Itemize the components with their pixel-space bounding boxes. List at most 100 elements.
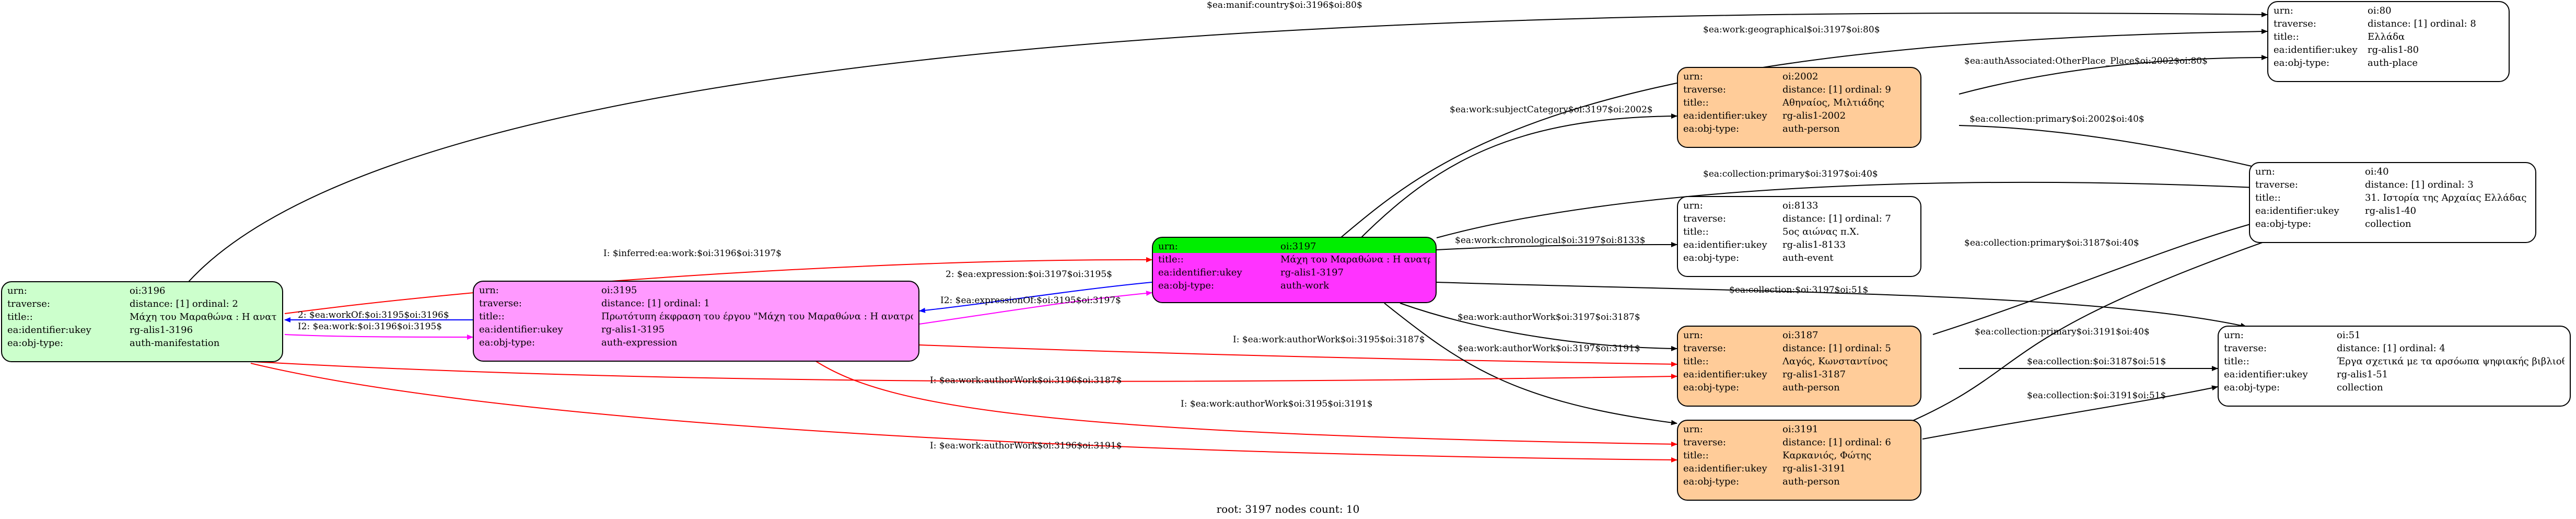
edge-label: $ea:work:authorWork$oi:3197$oi:3187$ bbox=[1458, 312, 1640, 322]
urn-key: urn: bbox=[2274, 5, 2293, 16]
node-oi-3187[interactable]: urn:oi:3187 traverse:distance: [1] ordin… bbox=[1677, 326, 1921, 407]
edge-expressionof-3195-3197 bbox=[919, 291, 1152, 325]
edge-label: I: $ea:work:authorWork$oi:3196$oi:3187$ bbox=[930, 375, 1122, 386]
traverse-key: traverse: bbox=[1683, 343, 1726, 354]
title-value: 31. Ιστορία της Αρχαίας Ελλάδας bbox=[2365, 192, 2527, 203]
edge-work-3196-3195 bbox=[284, 334, 473, 340]
traverse-key: traverse: bbox=[1683, 213, 1726, 224]
type-key: ea:obj-type: bbox=[1158, 280, 1215, 291]
title-key: title:: bbox=[1683, 226, 1709, 237]
edge-collection-3191-51 bbox=[1922, 385, 2218, 440]
edge-collection-primary-3197-40 bbox=[1436, 181, 2268, 238]
edge-manif-country-3196-80 bbox=[188, 11, 2268, 283]
ukey-key: ea:identifier:ukey bbox=[1683, 369, 1767, 380]
ukey-value: rg-alis1-3191 bbox=[1782, 463, 1846, 474]
edge-chronological-3197-8133 bbox=[1436, 242, 1677, 250]
traverse-value: distance: [1] ordinal: 4 bbox=[2337, 343, 2445, 354]
traverse-value: distance: [1] ordinal: 9 bbox=[1782, 84, 1891, 95]
edge-label: $ea:work:chronological$oi:3197$oi:8133$ bbox=[1455, 235, 1646, 246]
ukey-key: ea:identifier:ukey bbox=[2224, 369, 2308, 380]
urn-key: urn: bbox=[1683, 200, 1703, 211]
traverse-key: traverse: bbox=[479, 298, 522, 309]
edge-label: $ea:authAssociated:OtherPlace_Place$oi:2… bbox=[1964, 56, 2208, 66]
node-oi-2002[interactable]: urn:oi:2002 traverse:distance: [1] ordin… bbox=[1677, 67, 1921, 148]
edge-authassociated-2002-80 bbox=[1959, 55, 2268, 95]
urn-key: urn: bbox=[479, 285, 499, 296]
urn-key: urn: bbox=[1683, 71, 1703, 82]
urn-key: urn: bbox=[7, 285, 27, 296]
edge-expression-3197-3195 bbox=[919, 282, 1152, 313]
ukey-key: ea:identifier:ukey bbox=[1683, 463, 1767, 474]
edge-label: $ea:collection:primary$oi:2002$oi:40$ bbox=[1969, 114, 2144, 124]
type-value: collection bbox=[2365, 218, 2411, 229]
type-key: ea:obj-type: bbox=[2274, 57, 2330, 68]
node-oi-40[interactable]: urn:oi:40 traverse:distance: [1] ordinal… bbox=[2249, 162, 2536, 243]
node-oi-3196[interactable]: urn:oi:3196 traverse:distance: [1] ordin… bbox=[1, 281, 283, 362]
traverse-key: traverse: bbox=[2224, 343, 2267, 354]
ukey-value: rg-alis1-3196 bbox=[130, 325, 193, 336]
type-key: ea:obj-type: bbox=[1683, 382, 1740, 393]
title-key: title:: bbox=[2224, 356, 2249, 367]
node-oi-51[interactable]: urn:oi:51 traverse:distance: [1] ordinal… bbox=[2218, 326, 2571, 407]
edge-collection-primary-3191-40 bbox=[1906, 234, 2283, 424]
edge-label: I: $ea:work:authorWork$oi:3195$oi:3191$ bbox=[1181, 399, 1373, 409]
node-oi-3195[interactable]: urn:oi:3195 traverse:distance: [1] ordin… bbox=[473, 281, 919, 362]
ukey-key: ea:identifier:ukey bbox=[1158, 267, 1242, 278]
edge-inferred-work-3196-3197 bbox=[284, 257, 1152, 314]
traverse-value: distance: [1] ordinal: 6 bbox=[1782, 437, 1891, 448]
edge-label: $ea:collection:primary$oi:3187$oi:40$ bbox=[1964, 238, 2139, 248]
edge-label: $ea:work:geographical$oi:3197$oi:80$ bbox=[1703, 25, 1880, 35]
ukey-key: ea:identifier:ukey bbox=[7, 325, 91, 336]
traverse-value: distance: [1] ordinal: 1 bbox=[601, 298, 710, 309]
urn-key: urn: bbox=[2255, 166, 2275, 177]
edge-label: $ea:collection:primary$oi:3191$oi:40$ bbox=[1975, 327, 2150, 337]
type-value: auth-person bbox=[1782, 476, 1840, 487]
node-oi-80[interactable]: urn: oi:80 traverse: distance: [1] ordinal… bbox=[2267, 1, 2510, 82]
title-value: Ελλάδα bbox=[2368, 31, 2405, 42]
traverse-key: traverse: bbox=[2274, 18, 2316, 29]
type-value: auth-place bbox=[2368, 57, 2418, 68]
title-value: Καρκανιός, Φώτης bbox=[1782, 450, 1872, 461]
urn-value: oi:80 bbox=[2368, 5, 2392, 16]
urn-key: urn: bbox=[1158, 241, 1178, 252]
urn-value: oi:8133 bbox=[1782, 200, 1819, 211]
node-oi-3191[interactable]: urn:oi:3191 traverse:distance: [1] ordin… bbox=[1677, 420, 1921, 501]
type-value: auth-work bbox=[1280, 280, 1329, 291]
traverse-value: distance: [1] ordinal: 8 bbox=[2368, 18, 2476, 29]
title-key: title:: bbox=[2274, 31, 2299, 42]
node-oi-3197-root[interactable]: urn:oi:3197 title::Μάχη του Μαραθώνα : Η… bbox=[1152, 237, 1437, 303]
title-value: Έργα σχετικά με τα αρσόωπα ψηφιακής βιβλ… bbox=[2337, 356, 2565, 367]
edge-subjectcategory-3197-2002 bbox=[1358, 113, 1677, 241]
ukey-value: rg-alis1-3187 bbox=[1782, 369, 1846, 380]
title-value: 5ος αιώνας π.Χ. bbox=[1782, 226, 1859, 237]
title-key: title:: bbox=[1683, 356, 1709, 367]
type-key: ea:obj-type: bbox=[1683, 476, 1740, 487]
urn-value: oi:2002 bbox=[1782, 71, 1819, 82]
node-oi-8133[interactable]: urn: oi:8133 traverse: distance: [1] ordin… bbox=[1677, 196, 1921, 277]
edge-authorwork-3195-3191 bbox=[814, 360, 1677, 447]
urn-key: urn: bbox=[1683, 424, 1703, 435]
edge-label: I: $ea:work:authorWork$oi:3196$oi:3191$ bbox=[930, 441, 1122, 451]
traverse-value: distance: [1] ordinal: 2 bbox=[130, 298, 238, 309]
title-value: Λαγός, Κωνσταντίνος bbox=[1782, 356, 1888, 367]
edge-collection-3197-51 bbox=[1436, 282, 2247, 328]
title-key: title:: bbox=[2255, 192, 2281, 203]
ukey-value: rg-alis1-51 bbox=[2337, 369, 2388, 380]
urn-key: urn: bbox=[1683, 330, 1703, 341]
edge-label: I: $ea:work:authorWork$oi:3195$oi:3187$ bbox=[1233, 335, 1425, 345]
urn-value: oi:3196 bbox=[130, 285, 166, 296]
ukey-key: ea:identifier:ukey bbox=[2255, 205, 2339, 216]
edge-label: $ea:collection:$oi:3197$oi:51$ bbox=[1729, 285, 1868, 295]
ukey-value: rg-alis1-80 bbox=[2368, 44, 2419, 55]
edge-label: $ea:manif:country$oi:3196$oi:80$ bbox=[1207, 0, 1362, 10]
title-key: title:: bbox=[7, 312, 33, 322]
edge-label: $ea:collection:$oi:3191$oi:51$ bbox=[2027, 390, 2166, 401]
type-value: auth-person bbox=[1782, 123, 1840, 134]
edge-label: 2: $ea:expression:$oi:3197$oi:3195$ bbox=[946, 269, 1112, 280]
ukey-value: rg-alis1-3195 bbox=[601, 324, 665, 335]
type-value: collection bbox=[2337, 382, 2383, 393]
traverse-key: traverse: bbox=[1683, 437, 1726, 448]
traverse-value: distance: [1] ordinal: 7 bbox=[1782, 213, 1891, 224]
ukey-value: rg-alis1-40 bbox=[2365, 205, 2417, 216]
